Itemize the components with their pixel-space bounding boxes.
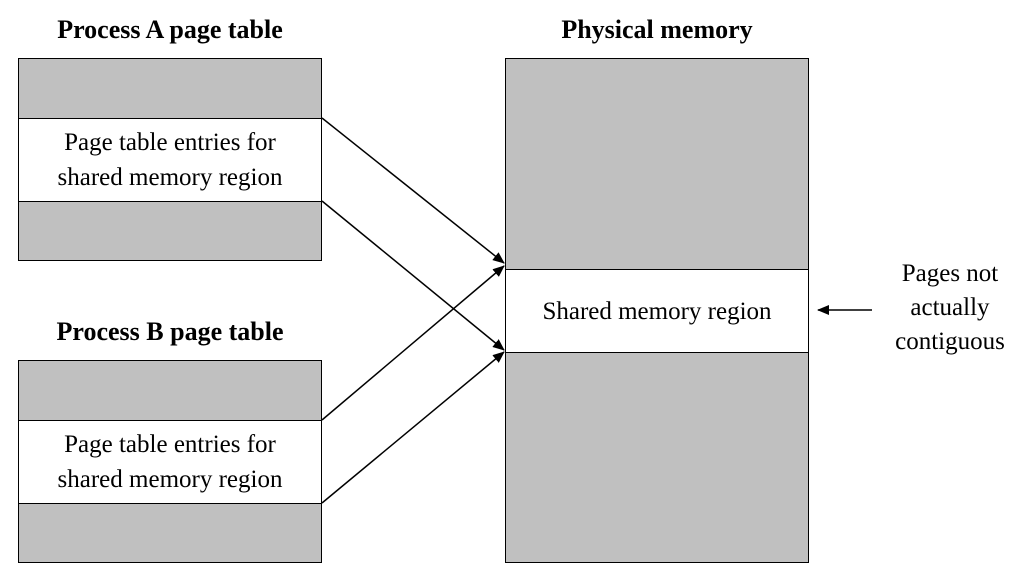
process-b-title: Process B page table <box>56 317 284 346</box>
process-b-label-line2: shared memory region <box>57 466 283 493</box>
process-a-title: Process A page table <box>57 15 283 44</box>
note-line2: actually <box>910 294 990 321</box>
process-b-label-line1: Page table entries for <box>64 431 276 458</box>
process-b-shared-entries-label: Page table entries for shared memory reg… <box>18 420 322 504</box>
note-line1: Pages not <box>901 260 999 287</box>
note-line3: contiguous <box>895 328 1005 355</box>
process-a-shared-entries <box>18 118 322 202</box>
arrow-a-bottom-to-region-bottom <box>321 200 505 351</box>
non-contiguous-note: Pages not actually contiguous <box>876 257 1024 359</box>
arrow-b-top-to-region-top <box>321 265 505 421</box>
process-b-upper-entries <box>18 360 322 421</box>
process-a-shared-entries-label: Page table entries for shared memory reg… <box>18 118 322 202</box>
process-b-shared-entries <box>18 420 322 504</box>
process-a-lower-entries <box>18 201 322 261</box>
physical-memory-upper <box>505 58 809 270</box>
shared-memory-region-label: Shared memory region <box>542 297 772 325</box>
arrow-a-top-to-region-top <box>321 117 505 264</box>
process-a-upper-entries <box>18 58 322 119</box>
process-b-lower-entries <box>18 503 322 563</box>
process-a-label-line1: Page table entries for <box>64 129 276 156</box>
physical-memory-lower <box>505 352 809 563</box>
shared-memory-region <box>505 269 809 353</box>
process-a-label-line2: shared memory region <box>57 164 283 191</box>
arrow-b-bottom-to-region-bottom <box>321 351 505 504</box>
physical-memory-title: Physical memory <box>561 15 753 44</box>
